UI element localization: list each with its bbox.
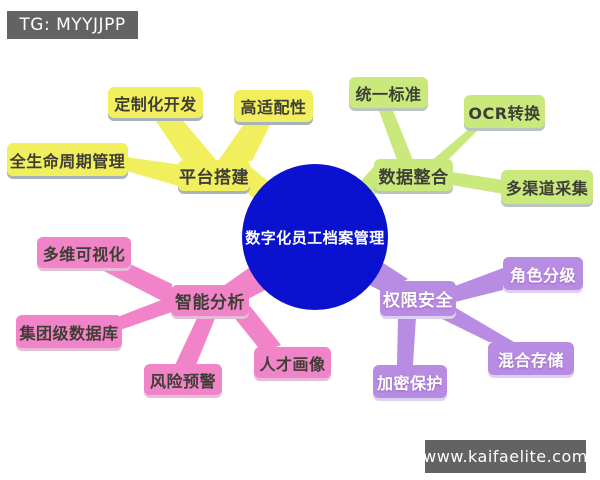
connector-security-encryption (397, 317, 416, 365)
node-hybrid-storage: 混合存储 (488, 342, 574, 375)
tg-watermark-badge: TG: MYYJJPP (7, 11, 138, 39)
website-watermark-badge: www.kaifaelite.com (423, 440, 587, 473)
node-platform-build: 平台搭建 (178, 160, 250, 191)
connector-analysis-talent-portrait (233, 306, 281, 352)
connector-data-integration-ocr (431, 125, 483, 161)
node-talent-portrait: 人才画像 (254, 347, 331, 378)
central-topic: 数字化员工档案管理 (242, 164, 388, 310)
node-custom-development: 定制化开发 (108, 87, 203, 118)
connector-security-role-grading (455, 268, 503, 302)
node-high-adaptability: 高适配性 (234, 90, 313, 122)
node-data-integration: 数据整合 (374, 159, 453, 191)
connector-analysis-group-database (120, 296, 172, 330)
connector-data-integration-multi-channel (452, 172, 503, 194)
connector-platform-high-adaptability (218, 121, 272, 161)
node-encryption-protection: 加密保护 (373, 365, 447, 398)
node-permission-security: 权限安全 (380, 281, 456, 316)
node-full-lifecycle-management: 全生命周期管理 (7, 143, 128, 176)
node-ocr-conversion: OCR转换 (464, 95, 545, 128)
connector-analysis-risk-warning (175, 316, 216, 365)
connector-security-hybrid-storage (438, 308, 514, 342)
node-multi-channel-collection: 多渠道采集 (501, 170, 593, 204)
connector-analysis-visualization (98, 262, 172, 306)
node-risk-warning: 风险预警 (144, 364, 222, 395)
node-group-level-database: 集团级数据库 (16, 315, 122, 348)
node-role-grading: 角色分级 (503, 257, 583, 290)
connector-platform-lifecycle (126, 157, 182, 187)
connector-platform-custom-development (153, 117, 217, 161)
node-unified-standard: 统一标准 (349, 77, 428, 108)
connector-data-integration-unified-standard (378, 108, 413, 160)
node-multi-dim-visualization: 多维可视化 (37, 237, 131, 268)
node-intelligent-analysis: 智能分析 (171, 285, 249, 316)
